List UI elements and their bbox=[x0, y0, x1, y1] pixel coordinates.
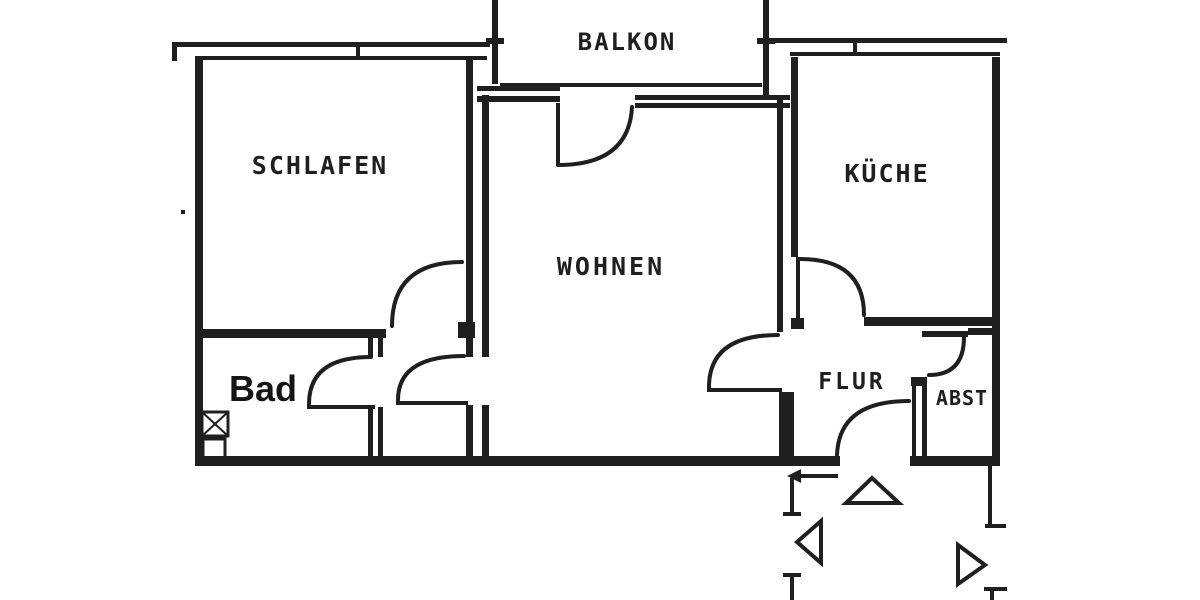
door-leaf bbox=[396, 401, 468, 405]
bottom-outer-wall bbox=[195, 456, 840, 466]
window-joint-tick bbox=[356, 42, 360, 60]
stair-direction-right-icon bbox=[956, 541, 989, 588]
wall-segment bbox=[482, 95, 489, 357]
wall-segment bbox=[378, 407, 383, 466]
room-label-wohnen: WOHNEN bbox=[557, 252, 665, 281]
wall-segment bbox=[482, 405, 489, 466]
stair-direction-left-icon bbox=[793, 516, 823, 568]
room-labels: BALKON SCHLAFEN WOHNEN KÜCHE FLUR ABST bbox=[252, 28, 988, 410]
room-label-flur: FLUR bbox=[818, 369, 885, 395]
wall-segment bbox=[195, 56, 487, 60]
window-joint-tick bbox=[853, 38, 857, 56]
wall-stub bbox=[911, 377, 927, 386]
wall-segment bbox=[466, 57, 473, 357]
wall-segment bbox=[635, 95, 790, 100]
balcony-wall bbox=[763, 0, 769, 96]
balcony-wall-cap bbox=[486, 38, 504, 44]
balcony-wall-cap bbox=[757, 38, 775, 44]
wall-segment bbox=[635, 103, 790, 108]
wall-segment bbox=[195, 329, 386, 338]
door-swing-arc-balkon bbox=[556, 105, 634, 167]
door-swing-arc-entrance bbox=[835, 399, 911, 457]
bottom-outer-wall bbox=[910, 456, 1000, 466]
wall-segment bbox=[779, 392, 794, 466]
door-swing-arc-abst bbox=[927, 335, 966, 377]
wall-segment bbox=[968, 328, 1000, 335]
balcony-sill-line bbox=[500, 83, 762, 87]
wall-segment bbox=[378, 332, 383, 357]
wall-stub bbox=[791, 318, 804, 329]
room-label-abst: ABST bbox=[936, 386, 988, 410]
door-swing-arc-wohnen-flur bbox=[707, 333, 780, 389]
wall-segment bbox=[864, 317, 1000, 326]
wall-segment bbox=[774, 38, 1007, 43]
wall-segment bbox=[922, 386, 927, 462]
room-label-schlafen: SCHLAFEN bbox=[252, 151, 388, 180]
scan-speck bbox=[181, 210, 185, 214]
wall-segment bbox=[368, 407, 373, 466]
room-label-kueche: KÜCHE bbox=[844, 158, 929, 188]
wall-segment bbox=[477, 96, 560, 102]
door-swing-arc-schlafen bbox=[390, 260, 464, 328]
door-leaf bbox=[556, 103, 560, 166]
wall-segment bbox=[790, 52, 1000, 56]
door-leaf bbox=[796, 257, 800, 321]
door-swing-arc-bad bbox=[307, 355, 373, 406]
wall-layer bbox=[172, 0, 1007, 483]
fixture-box bbox=[201, 437, 227, 462]
bad-shaft-symbol bbox=[200, 410, 230, 462]
door-swing-arc-wohnen-west bbox=[396, 354, 466, 402]
left-outer-wall bbox=[195, 57, 203, 466]
wall-segment bbox=[466, 405, 473, 466]
wall-segment bbox=[172, 42, 490, 47]
door-leaf bbox=[922, 331, 968, 337]
wall-segment bbox=[912, 386, 916, 462]
door-arc-layer bbox=[307, 105, 966, 457]
door-leaf bbox=[707, 388, 782, 392]
wall-segment bbox=[777, 95, 783, 332]
stairwell-markings bbox=[783, 466, 1007, 600]
wall-segment bbox=[791, 57, 798, 257]
wall-segment bbox=[477, 86, 560, 91]
room-label-balkon: BALKON bbox=[578, 28, 677, 56]
door-swing-arc-kueche bbox=[798, 257, 866, 317]
door-leaf bbox=[307, 405, 375, 409]
wall-segment bbox=[368, 332, 373, 357]
room-label-bad: Bad bbox=[229, 368, 297, 409]
shaft-cross-icon bbox=[201, 411, 229, 437]
right-outer-wall bbox=[992, 57, 1000, 466]
shaft-box bbox=[200, 410, 230, 438]
wall-stub bbox=[458, 322, 475, 338]
stair-direction-up-icon bbox=[841, 475, 905, 505]
wall-segment bbox=[172, 42, 177, 61]
